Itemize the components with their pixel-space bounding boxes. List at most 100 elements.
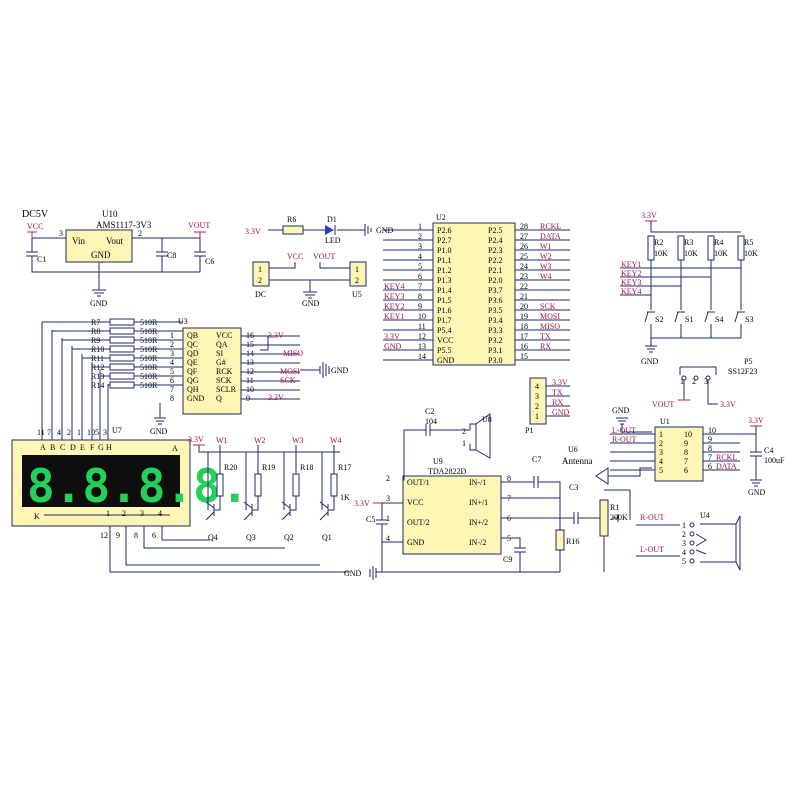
u1-left-pin-num: 3 <box>659 448 663 457</box>
u2-left-net: KEY3 <box>384 292 404 301</box>
u3-left-pin-num: 1 <box>170 331 174 340</box>
u2-left-pin-num: 7 <box>418 282 422 291</box>
led-label: LED <box>325 236 341 245</box>
u2-right-net: TX <box>540 332 551 341</box>
u1-right-pin-num: 8 <box>708 444 712 453</box>
u2-left-pin-num: 1 <box>418 222 422 231</box>
u2-right-pin-name: P2.5 <box>488 226 502 235</box>
u1-left-pin-num: 1 <box>659 430 663 439</box>
u4-pin-pad <box>689 540 695 546</box>
u2-right-net: MISO <box>540 322 560 331</box>
u3-net-miso: MISO <box>283 349 303 358</box>
u2-right-net: RX <box>540 342 551 351</box>
u3-left-pin-name: QD <box>187 349 199 358</box>
u3-right-pin-name: G# <box>216 358 226 367</box>
display-k: K <box>34 512 40 521</box>
c4-ref: C4 <box>764 446 773 455</box>
u2-right-pin-name: P2.2 <box>488 256 502 265</box>
u4-pin-num: 2 <box>682 530 686 539</box>
vout-label: VOUT <box>188 221 210 230</box>
u3-left-pin-name: QC <box>187 340 198 349</box>
u1-body <box>654 426 704 482</box>
display-a: A <box>172 444 178 453</box>
u2-right-pin-name: P3.3 <box>488 326 502 335</box>
u1-right-pin-num: 6 <box>708 462 712 471</box>
display-digits: 8.8.8.8. <box>27 459 249 513</box>
key-switches: R210KS2R310KS1R410KS4R510KS3KEY1KEY2KEY3… <box>620 235 758 339</box>
c4-val: 100uF <box>764 456 785 465</box>
u3-left-pin-num: 7 <box>170 385 174 394</box>
u1-left-pin-num: 2 <box>659 439 663 448</box>
u2-left-pin-name: P1.6 <box>437 306 451 315</box>
u2-right-pin-num: 26 <box>520 242 528 251</box>
u4-rout: R-OUT <box>640 513 665 522</box>
display-top-pin-num: 11 <box>37 428 45 437</box>
u2-right-net: SCK <box>540 302 556 311</box>
u9-part: TDA2822D <box>428 467 466 476</box>
dc-vcc: VCC <box>287 252 303 261</box>
u5-pin1: 1 <box>355 265 359 274</box>
key-resistor-val: 10K <box>654 249 668 258</box>
u8-ref: U8 <box>482 415 492 424</box>
u2-right-pin-name: P3.7 <box>488 286 502 295</box>
driver-base-resistor <box>330 473 338 497</box>
u2-left-pin-name: P1.7 <box>437 316 451 325</box>
u3-right-pin-name: QA <box>216 340 228 349</box>
driver-resistor-ref: R17 <box>338 463 351 472</box>
u2-left-pin-num: 14 <box>418 352 426 361</box>
u2-right-pin-num: 19 <box>520 312 528 321</box>
amp-vcc: 3.3V <box>354 499 370 508</box>
u3-left-pin-num: 8 <box>170 394 174 403</box>
driver-transistor-ref: Q3 <box>246 533 256 542</box>
u3-left-pin-name: QH <box>187 385 199 394</box>
r1-ref: R1 <box>610 503 619 512</box>
display-top-pin-num: 4 <box>57 428 61 437</box>
u2-left-net: GND <box>384 342 402 351</box>
driver-net-label: W1 <box>216 436 228 445</box>
u4-lout: L-OUT <box>640 545 664 554</box>
driver-net-label: W2 <box>254 436 266 445</box>
u4-pin-pad <box>689 531 695 537</box>
u3-left-pin-name: QB <box>187 331 198 340</box>
u2-left-pin-num: 2 <box>418 232 422 241</box>
vcc-label: VCC <box>27 222 43 231</box>
p5-switch: P5 SS12F23 1 2 3 VOUT 3.3V <box>652 357 757 409</box>
display-segment-letter: H <box>106 443 112 452</box>
u3-right-pin-name: SCLR <box>216 385 237 394</box>
driver-net-label: W4 <box>330 436 342 445</box>
u3-net-vcc: 3.3V <box>268 331 284 340</box>
u2-right-pin-num: 28 <box>520 222 528 231</box>
key-resistor-ref: R5 <box>744 238 753 247</box>
u1-right-pin-name: 7 <box>684 457 688 466</box>
r1-val: 200K <box>610 513 628 522</box>
dc-connector: 1 2 1 2 VCC VOUT DC U5 GND <box>252 252 367 308</box>
display-segment-letter: E <box>80 443 85 452</box>
u2-left-pin-name: P2.6 <box>437 226 451 235</box>
u2-right-pin-num: 18 <box>520 322 528 331</box>
display-digit-num: 2 <box>122 509 126 518</box>
u2-left-pin-name: VCC <box>437 336 453 345</box>
u1-right-pin-num: 7 <box>708 453 712 462</box>
p1-pin-num: 4 <box>535 382 539 391</box>
u2-left-pin-name: GND <box>437 356 455 365</box>
u2-left-pin-num: 13 <box>418 342 426 351</box>
driver-transistor <box>205 496 221 521</box>
u2-left-pin-name: P1.5 <box>437 296 451 305</box>
key-switch-ref[interactable]: S4 <box>715 315 723 324</box>
key-switch-ref[interactable]: S2 <box>655 315 663 324</box>
u9-left-pin-num: 4 <box>386 534 390 543</box>
u2-right-pin-name: P2.1 <box>488 266 502 275</box>
u3-right-pin-name: SCK <box>216 376 232 385</box>
key-net-label: KEY4 <box>621 287 641 296</box>
p5-pin3: 3 <box>704 377 708 386</box>
u1-right-pin-num: 9 <box>708 435 712 444</box>
u1-gnd2: GND <box>748 488 766 497</box>
key-switch-ref[interactable]: S1 <box>685 315 693 324</box>
key-switch-ref[interactable]: S3 <box>745 315 753 324</box>
